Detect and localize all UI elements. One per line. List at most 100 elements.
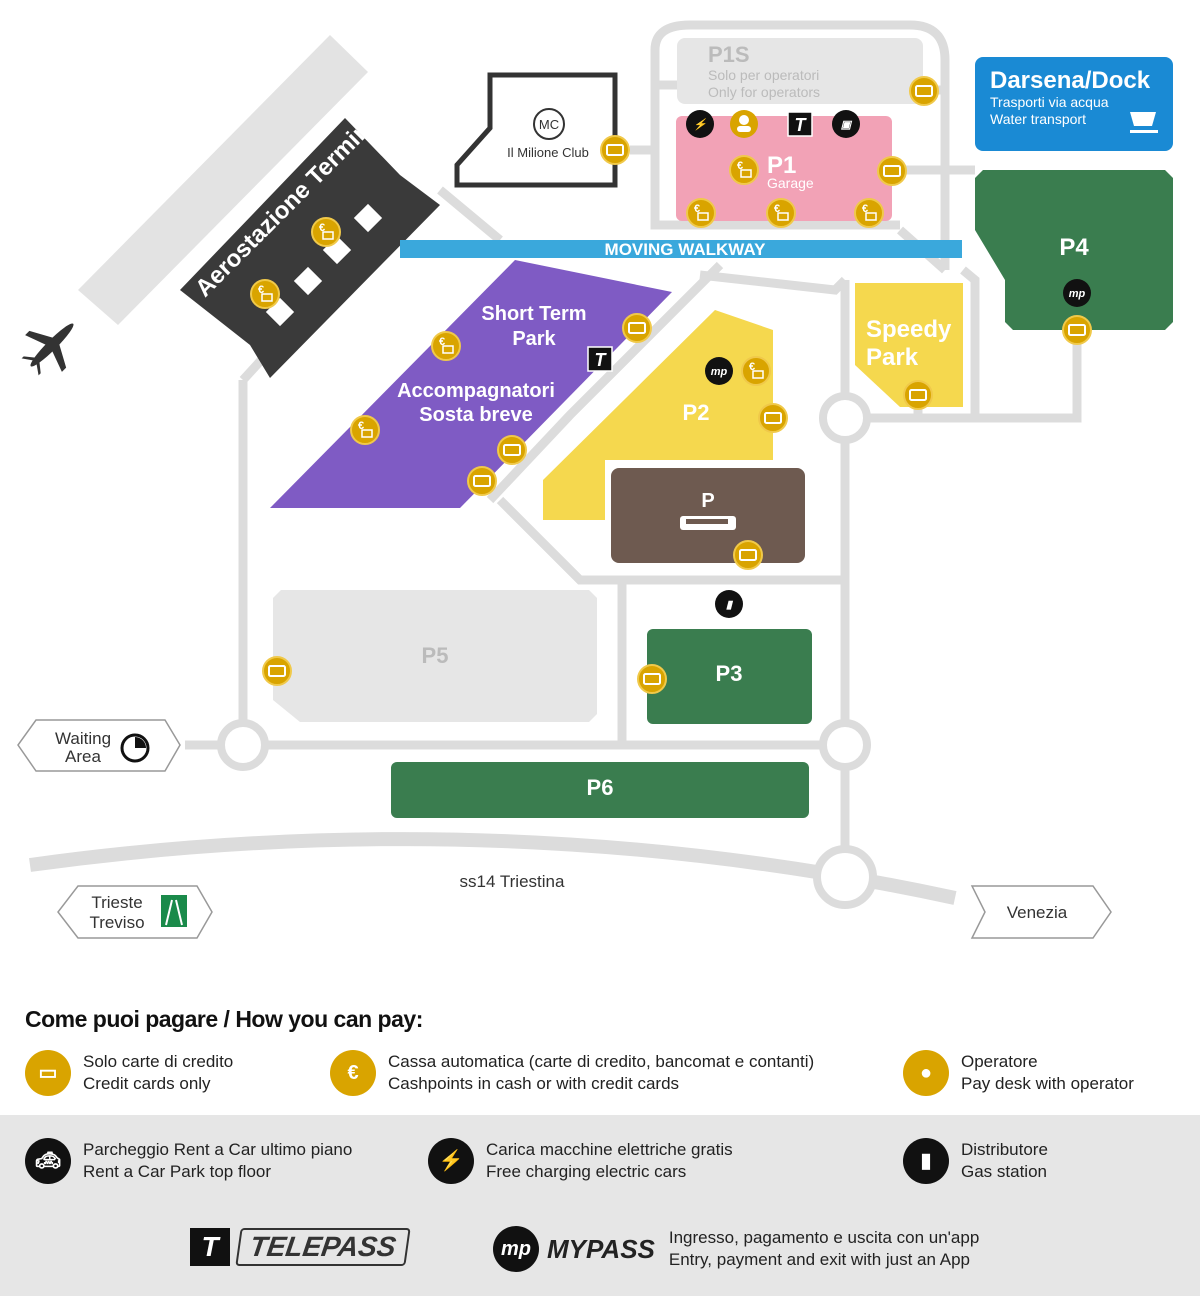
stopwatch-icon: [120, 733, 150, 763]
credit-card-marker-icon[interactable]: [637, 664, 667, 694]
cashpoint-marker-icon[interactable]: €: [766, 198, 796, 228]
svg-text:€: €: [358, 420, 364, 432]
waiting-area-label-1: Waiting: [55, 729, 111, 748]
credit-card-marker-icon[interactable]: [497, 435, 527, 465]
credit-card-marker-icon[interactable]: [877, 156, 907, 186]
ev-charging-marker-icon[interactable]: ⚡: [686, 110, 714, 138]
ss14-road-label: ss14 Triestina: [460, 872, 565, 891]
credit-card-marker-icon[interactable]: [622, 313, 652, 343]
svg-text:€: €: [258, 284, 264, 296]
trieste-label: Trieste: [91, 893, 142, 912]
p5-label: P5: [422, 643, 449, 668]
cashpoint-marker-icon[interactable]: €: [311, 217, 341, 247]
mypass-icon: mp: [493, 1226, 539, 1272]
cashpoint-marker-icon[interactable]: €: [729, 155, 759, 185]
ev-charging-icon: ⚡: [428, 1138, 474, 1184]
venezia-label: Venezia: [1007, 903, 1068, 922]
legend-text: Credit cards only: [83, 1074, 211, 1093]
p1-title: P1: [767, 152, 796, 179]
telepass-marker-icon[interactable]: T: [587, 346, 613, 372]
p1s-line1: Solo per operatori: [708, 67, 819, 83]
legend-text: Distributore: [961, 1140, 1048, 1159]
mypass-name: MYPASS: [547, 1233, 655, 1264]
svg-text:mp: mp: [1069, 288, 1086, 300]
cashpoint-marker-icon[interactable]: €: [350, 415, 380, 445]
credit-card-marker-icon[interactable]: [758, 403, 788, 433]
p1s-title: P1S: [708, 42, 750, 67]
speedy-park[interactable]: [855, 283, 963, 407]
mypass-marker-icon[interactable]: mp: [705, 357, 733, 385]
p4-label: P4: [1059, 234, 1089, 261]
venezia-sign[interactable]: [970, 885, 1112, 939]
rent-a-car-marker-icon[interactable]: ▣: [832, 110, 860, 138]
credit-card-icon: ▭: [25, 1050, 71, 1096]
credit-card-marker-icon[interactable]: [733, 540, 763, 570]
speedy-park-label-1: Speedy: [866, 316, 952, 343]
parking-p4[interactable]: [975, 170, 1173, 330]
legend-text: Cassa automatica (carte di credito, banc…: [388, 1052, 815, 1071]
operator-icon: ●: [903, 1050, 949, 1096]
gas-pump-icon: ▮: [903, 1138, 949, 1184]
svg-text:⚡: ⚡: [693, 118, 708, 131]
darsena-line2: Water transport: [990, 111, 1086, 127]
telepass-logo: T TELEPASS: [190, 1228, 411, 1266]
cashpoint-marker-icon[interactable]: €: [854, 198, 884, 228]
legend-text: Cashpoints in cash or with credit cards: [388, 1074, 680, 1093]
telepass-marker-icon[interactable]: T: [787, 111, 813, 137]
bus-parking[interactable]: [611, 468, 805, 563]
cashpoint-marker-icon[interactable]: €: [250, 279, 280, 309]
svg-text:▣: ▣: [841, 119, 853, 131]
cashpoint-marker-icon[interactable]: €: [686, 198, 716, 228]
credit-card-marker-icon[interactable]: [1062, 315, 1092, 345]
runway: [78, 35, 368, 325]
milione-club-label: Il Milione Club: [507, 145, 589, 160]
rent-a-car-icon: 🚕︎: [25, 1138, 71, 1184]
svg-text:€: €: [774, 203, 780, 215]
bus-icon: [680, 516, 736, 530]
parking-p1-garage[interactable]: [676, 116, 892, 221]
legend-text: Entry, payment and exit with just an App: [668, 1250, 971, 1269]
credit-card-marker-icon[interactable]: [903, 380, 933, 410]
cashpoint-marker-icon[interactable]: €: [741, 356, 771, 386]
treviso-label: Treviso: [89, 913, 144, 932]
mypass-marker-icon[interactable]: mp: [1063, 279, 1091, 307]
svg-text:€: €: [694, 203, 700, 215]
accompagnatori-label-2: Sosta breve: [419, 404, 532, 426]
milione-logo-text: MC: [539, 117, 559, 132]
p2-label: P2: [683, 400, 710, 425]
gas-pump-marker-icon[interactable]: ▮: [715, 590, 743, 618]
credit-card-marker-icon[interactable]: [600, 135, 630, 165]
credit-card-marker-icon[interactable]: [467, 466, 497, 496]
operator-marker-icon[interactable]: [730, 110, 758, 138]
parking-p1s[interactable]: [677, 38, 923, 104]
parking-p5[interactable]: [273, 590, 597, 722]
credit-card-marker-icon[interactable]: [262, 656, 292, 686]
svg-text:€: €: [749, 361, 755, 373]
svg-text:€: €: [319, 222, 325, 234]
speedy-park-label-2: Park: [866, 344, 919, 371]
short-term-park[interactable]: [270, 260, 672, 508]
credit-card-marker-icon[interactable]: [909, 76, 939, 106]
milione-club-logo: [533, 108, 565, 140]
airplane-icon: [21, 323, 74, 376]
parking-p6[interactable]: [391, 762, 809, 818]
terminal-building: [180, 118, 440, 378]
boat-icon: [1130, 112, 1158, 133]
airport-parking-map: Aerostazione Terminal MOVING WALKWAY MC …: [17, 20, 1173, 939]
accompagnatori-label-1: Accompagnatori: [397, 380, 555, 402]
mypass-logo: mp MYPASS Ingresso, pagamento e uscita c…: [493, 1226, 979, 1272]
svg-text:T: T: [595, 350, 608, 370]
parking-p3[interactable]: [647, 629, 812, 724]
legend-text: Pay desk with operator: [961, 1074, 1134, 1093]
telepass-t-icon: T: [190, 1228, 230, 1266]
darsena-dock[interactable]: [975, 57, 1173, 151]
darsena-title: Darsena/Dock: [990, 67, 1151, 94]
cashpoint-marker-icon[interactable]: €: [431, 331, 461, 361]
legend-title: Come puoi pagare / How you can pay:: [25, 1006, 423, 1032]
motorway-icon: [161, 895, 187, 927]
cashpoint-icon: €: [330, 1050, 376, 1096]
